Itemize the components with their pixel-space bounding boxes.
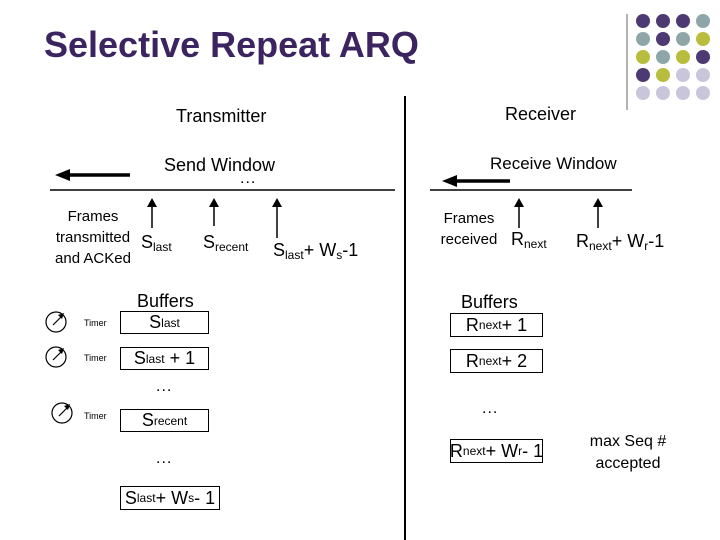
decoration-dot <box>656 32 670 46</box>
decoration-dot <box>696 86 710 100</box>
transmitter-heading: Transmitter <box>176 106 267 126</box>
max-seq-accepted-label: max Seq # accepted <box>589 433 667 472</box>
decoration-dot <box>696 32 710 46</box>
r-next-pointer <box>514 198 524 207</box>
timer-label: Timer <box>84 318 107 328</box>
page-title: Selective Repeat ARQ <box>44 24 419 65</box>
decoration-dot <box>656 68 670 82</box>
s-last-label: Slast <box>141 232 172 254</box>
r-next-label: Rnext <box>511 229 547 251</box>
decoration-dot <box>676 50 690 64</box>
receiver-heading: Receiver <box>505 104 577 124</box>
decoration-dot <box>656 86 670 100</box>
decoration-dot <box>676 86 690 100</box>
frames-transmitted-label: Frames transmitted and ACKed <box>55 208 131 267</box>
receive-window-label: Receive Window <box>490 154 617 173</box>
decoration-dot <box>656 50 670 64</box>
decoration-dot <box>676 68 690 82</box>
decoration-dot <box>636 14 650 28</box>
decoration-dot <box>676 32 690 46</box>
s-recent-pointer <box>209 198 219 207</box>
decoration-dot <box>636 50 650 64</box>
receiver-buffers-label: Buffers <box>461 292 518 312</box>
timer-icon <box>45 311 67 333</box>
decoration-dot <box>636 68 650 82</box>
timer-label: Timer <box>84 411 107 421</box>
s-end-pointer <box>272 198 282 207</box>
decoration-dot <box>696 14 710 28</box>
decoration-dot-grid <box>636 14 720 104</box>
decoration-dot <box>636 32 650 46</box>
r-window-end-label: Rnext+ Wr-1 <box>576 231 665 253</box>
frames-received-label: Frames received <box>440 210 498 248</box>
decoration-dot <box>696 68 710 82</box>
s-last-pointer <box>147 198 157 207</box>
decoration-dot <box>676 14 690 28</box>
decoration-dot <box>656 14 670 28</box>
send-window-arrowhead <box>55 169 70 181</box>
r-end-pointer <box>593 198 603 207</box>
transmitter-buffer-ellipsis: ... <box>156 450 173 467</box>
send-window-label: Send Window <box>164 155 276 175</box>
timer-icon <box>51 402 73 424</box>
receiver-buffer-ellipsis: ... <box>482 400 499 417</box>
decoration-dot <box>636 86 650 100</box>
timer-label: Timer <box>84 353 107 363</box>
transmitter-buffers-label: Buffers <box>137 291 194 311</box>
send-window-dots: ... <box>240 170 257 187</box>
s-window-end-label: Slast+ Ws-1 <box>273 240 359 262</box>
transmitter-buffer-ellipsis: ... <box>156 378 173 395</box>
decoration-dot <box>696 50 710 64</box>
receive-window-arrowhead <box>442 175 457 187</box>
timer-icon <box>45 346 67 368</box>
s-recent-label: Srecent <box>203 232 249 254</box>
